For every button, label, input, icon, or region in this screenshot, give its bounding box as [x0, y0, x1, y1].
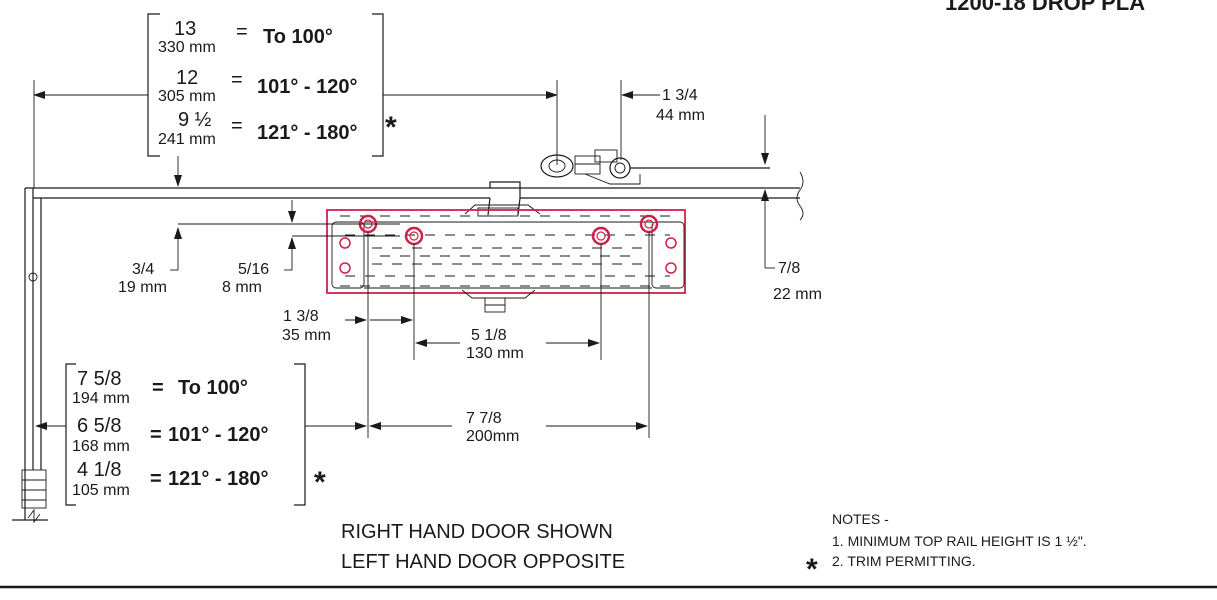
title-fragment: 1200-18 DROP PLA — [945, 0, 1145, 15]
dim-7-8-inch: 7/8 — [778, 260, 800, 277]
bottom-row2-mm: 168 mm — [72, 438, 130, 455]
top-bracket-table — [147, 13, 384, 157]
top-row3-mm: 241 mm — [158, 131, 216, 148]
dim-7-8-mm: 22 mm — [773, 286, 822, 303]
top-row1-inch: 13 — [174, 18, 196, 40]
top-row2-inch: 12 — [176, 67, 198, 89]
dim-1-3-8-inch: 1 3/8 — [283, 308, 319, 325]
svg-text:=: = — [231, 115, 243, 137]
dim-3-4-mm: 19 mm — [118, 279, 167, 296]
dim-5-16-inch: 5/16 — [238, 261, 269, 278]
dim-1-3-8-mm: 35 mm — [282, 327, 331, 344]
dim-7-7-8-inch: 7 7/8 — [466, 410, 502, 427]
bottom-bracket-table — [65, 363, 306, 506]
svg-text:=: = — [236, 21, 248, 43]
svg-text:=: = — [150, 424, 162, 446]
top-row2-mm: 305 mm — [158, 88, 216, 105]
bottom-row3-range: 121° - 180° — [168, 468, 269, 490]
top-row1-range: To 100° — [263, 26, 333, 48]
closer-body — [326, 209, 686, 313]
bottom-row3-mm: 105 mm — [72, 482, 130, 499]
top-row2-range: 101° - 120° — [257, 76, 358, 98]
note-star-icon: * — [806, 553, 818, 586]
top-row3-range: 121° - 180° — [257, 122, 358, 144]
dim-3-4-inch: 3/4 — [132, 261, 154, 278]
notes-heading: NOTES - — [832, 511, 889, 527]
top-row1-mm: 330 mm — [158, 39, 216, 56]
svg-text:=: = — [231, 69, 243, 91]
dim-1-3-4-mm: 44 mm — [656, 107, 705, 124]
closer-arm — [464, 149, 770, 217]
door-caption-line2: LEFT HAND DOOR OPPOSITE — [341, 551, 625, 573]
dim-5-16-mm: 8 mm — [222, 279, 262, 296]
door-frame — [12, 171, 804, 524]
door-caption-line1: RIGHT HAND DOOR SHOWN — [341, 521, 613, 543]
mounting-holes — [339, 214, 677, 274]
bottom-row2-range: 101° - 120° — [168, 424, 269, 446]
bottom-row1-mm: 194 mm — [72, 390, 130, 407]
top-row3-inch: 9 ½ — [178, 109, 212, 131]
dim-5-1-8-inch: 5 1/8 — [471, 327, 507, 344]
bottom-row1-inch: 7 5/8 — [77, 368, 121, 390]
note-2: 2. TRIM PERMITTING. — [832, 553, 976, 569]
bottom-row1-range: To 100° — [178, 377, 248, 399]
note-1: 1. MINIMUM TOP RAIL HEIGHT IS 1 ½". — [832, 533, 1087, 549]
dim-7-7-8-mm: 200mm — [466, 428, 519, 445]
top-row3-star-icon: * — [385, 111, 397, 144]
dim-5-1-8-mm: 130 mm — [466, 345, 524, 362]
dim-1-3-4-inch: 1 3/4 — [662, 87, 698, 104]
svg-text:=: = — [152, 377, 164, 399]
bottom-row3-star-icon: * — [314, 466, 326, 499]
bottom-row3-inch: 4 1/8 — [77, 459, 121, 481]
bottom-row2-inch: 6 5/8 — [77, 415, 121, 437]
svg-text:=: = — [150, 468, 162, 490]
